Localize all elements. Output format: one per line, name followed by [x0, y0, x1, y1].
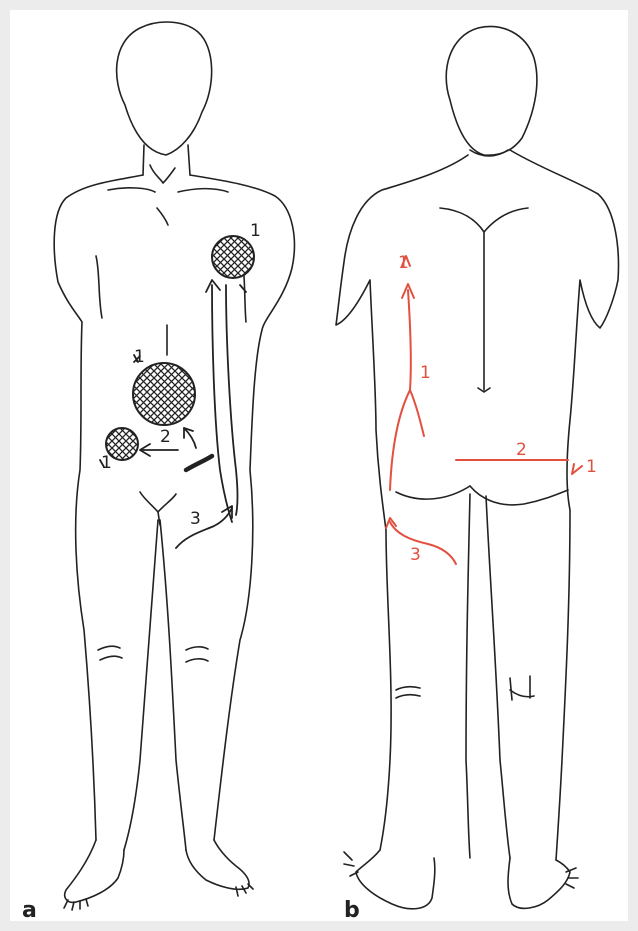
- annotation-a-3: 3: [190, 509, 201, 529]
- annotation-a-1-large: 1: [134, 347, 145, 367]
- annotation-b-1-right: 1: [586, 457, 597, 477]
- panel-a-markings: 1 1 1 2 3: [100, 221, 261, 548]
- front-left-foot: [65, 840, 124, 902]
- front-head: [117, 22, 212, 155]
- panel-b-back-body: [336, 26, 618, 908]
- shoulder-lesion: [212, 236, 254, 278]
- annotation-a-1-lesion: 1: [250, 221, 261, 241]
- scar-mark: [186, 456, 212, 470]
- abdominal-lesion-large: [133, 363, 195, 425]
- annotation-b-2: 2: [516, 440, 527, 460]
- annotation-b-3: 3: [410, 545, 421, 565]
- route-1-tract: [212, 285, 232, 522]
- annotation-a-1-small: 1: [101, 453, 112, 473]
- front-right-foot: [186, 840, 249, 889]
- back-left-foot: [356, 850, 435, 909]
- panel-label-a: a: [22, 898, 37, 923]
- panel-label-b: b: [344, 898, 360, 923]
- annotation-a-2: 2: [160, 427, 171, 447]
- back-outline-right: [510, 150, 618, 860]
- annotation-b-1-top: 1: [398, 253, 409, 273]
- back-head: [446, 26, 537, 155]
- annotation-b-1-mid: 1: [420, 363, 431, 383]
- panel-a-front-body: [54, 22, 294, 910]
- back-route-1: [390, 290, 411, 490]
- back-right-foot: [508, 858, 570, 908]
- back-route-3: [390, 522, 456, 564]
